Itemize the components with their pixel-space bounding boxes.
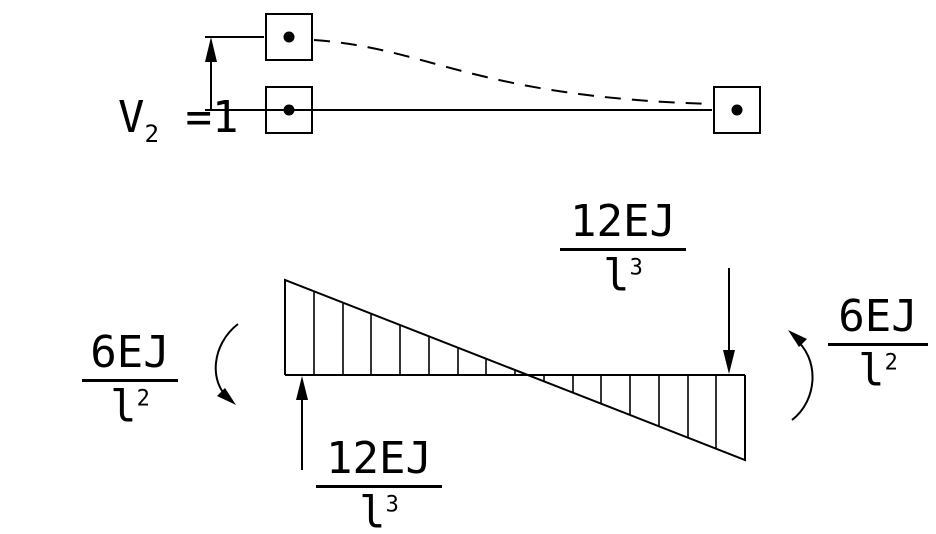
top-shear-label: 12EJ l3 xyxy=(560,199,686,301)
bottom-shear-denominator: l3 xyxy=(359,486,399,534)
diagram-hatching xyxy=(313,291,717,449)
node-dot-right xyxy=(731,104,743,116)
down-arrow-icon xyxy=(723,350,735,374)
displacement-subscript: 2 xyxy=(144,119,160,148)
node-dot-displaced xyxy=(283,31,295,43)
node-box-displaced xyxy=(265,13,313,61)
left-moment-denominator: l2 xyxy=(110,380,150,432)
right-moment-numerator: 6EJ xyxy=(828,294,928,346)
top-shear-denominator: l3 xyxy=(603,249,643,301)
right-moment-arrowhead-icon xyxy=(788,330,807,347)
left-moment-label: 6EJ l2 xyxy=(82,330,178,432)
up-arrow-icon-bottom xyxy=(296,376,308,400)
node-box-left xyxy=(265,86,313,134)
bottom-shear-numerator: 12EJ xyxy=(316,436,442,488)
beam-displacement-figure xyxy=(205,13,761,134)
left-moment-numerator: 6EJ xyxy=(82,330,178,382)
bottom-shear-label: 12EJ l3 xyxy=(316,436,442,534)
right-moment-label: 6EJ l2 xyxy=(828,294,928,396)
top-shear-numerator: 12EJ xyxy=(560,199,686,251)
moment-diagram-figure xyxy=(214,268,814,470)
right-moment-denominator: l2 xyxy=(858,344,898,396)
displacement-symbol: V xyxy=(117,92,145,143)
node-box-right xyxy=(713,86,761,134)
left-moment-arrowhead-icon xyxy=(217,388,236,405)
left-moment-arrow xyxy=(214,323,239,401)
deflected-shape-curve xyxy=(313,39,713,105)
right-moment-arrow xyxy=(791,337,814,421)
node-dot-left xyxy=(283,104,295,116)
up-arrow-icon xyxy=(205,37,217,62)
displacement-value: =1 xyxy=(159,92,239,143)
displacement-label: V2 =1 xyxy=(12,52,239,190)
